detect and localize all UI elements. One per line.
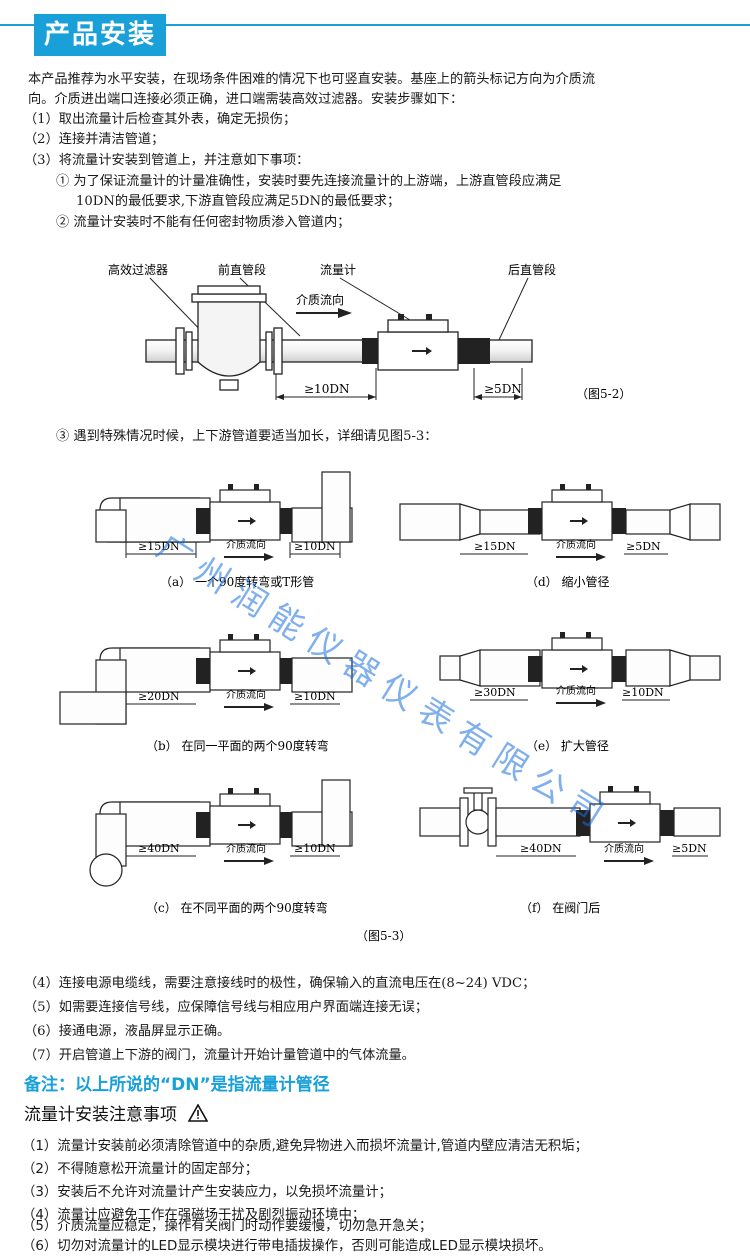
fig-5-2-caption: （图5-2） <box>576 387 631 401</box>
intro-line-1: 本产品推荐为水平安装，在现场条件困难的情况下也可竖直安装。基座上的箭头标记方向为… <box>28 72 596 87</box>
step-5: （5）如需要连接信号线，应保障信号线与相应用户界面端连接无误； <box>24 1000 429 1015</box>
figure-5-2: 高效过滤器 前直管段 流量计 后直管段 介质流向 ≥10DN ≥5DN （图5-… <box>108 262 631 401</box>
panel-c: ≥40DN 介质流向 ≥10DN （c） 在不同平面的两个90度转弯 <box>89 779 353 915</box>
step-4: （4）连接电源电缆线，需要注意接线时的极性，确保输入的直流电压在(8~24) V… <box>24 976 536 991</box>
figure-5-3: ≥15DN 介质流向 ≥10DN （a） 一个90度转弯或T形管 ≥15DN 介… <box>59 471 721 943</box>
dim-upstream: ≥10DN <box>304 382 349 396</box>
panel-d-caption: （d） 缩小管径 <box>526 574 610 589</box>
dim-downstream: ≥5DN <box>484 382 522 396</box>
panel-e-flow: 介质流向 <box>556 684 596 697</box>
precautions-title: 流量计安装注意事项 <box>24 1100 209 1125</box>
panel-c-up: ≥40DN <box>138 842 180 855</box>
panel-f-caption: （f） 在阀门后 <box>520 900 600 915</box>
step-3: （3）将流量计安装到管道上，并注意如下事项： <box>24 153 310 168</box>
label-front-pipe: 前直管段 <box>218 262 266 277</box>
precautions-title-text: 流量计安装注意事项 <box>24 1105 177 1125</box>
panel-d-down: ≥5DN <box>626 540 661 553</box>
step-1: （1）取出流量计后检查其外表，确定无损伤； <box>24 112 297 127</box>
panel-c-caption: （c） 在不同平面的两个90度转弯 <box>146 900 328 915</box>
panel-a-down: ≥10DN <box>294 540 336 553</box>
step-2: （2）连接并清洁管道； <box>24 132 165 147</box>
label-meter: 流量计 <box>320 263 356 277</box>
panel-f: ≥40DN 介质流向 ≥5DN （f） 在阀门后 <box>419 785 721 915</box>
panel-a: ≥15DN 介质流向 ≥10DN （a） 一个90度转弯或T形管 <box>95 471 353 589</box>
panel-b: ≥20DN 介质流向 ≥10DN （b） 在同一平面的两个90度转弯 <box>59 633 353 753</box>
panel-b-flow: 介质流向 <box>226 688 266 701</box>
panel-b-up: ≥20DN <box>138 690 180 703</box>
panel-e-down: ≥10DN <box>622 686 664 699</box>
precaution-item: （2）不得随意松开流量计的固定部分； <box>22 1162 259 1177</box>
step-3-note-2: ② 流量计安装时不能有任何密封物质渗入管道内； <box>56 215 351 230</box>
panel-d: ≥15DN 介质流向 ≥5DN （d） 缩小管径 <box>399 483 721 589</box>
step-6: （6）接通电源，液晶屏显示正确。 <box>24 1024 231 1039</box>
warning-triangle-icon <box>188 1103 209 1122</box>
section-title: 产品安装 <box>34 14 166 56</box>
fig-5-3-caption: （图5-3） <box>356 929 411 943</box>
precaution-item: （1）流量计安装前必须清除管道中的杂质,避免异物进入而损坏流量计,管道内壁应清洁… <box>22 1139 589 1154</box>
label-flow: 介质流向 <box>296 292 344 307</box>
precaution-item: （6）切勿对流量计的LED显示模块进行带电插拔操作，否则可能造成LED显示模块损… <box>22 1239 552 1254</box>
precaution-item: （4）流量计应避免工作在强磁场干扰及剧烈振动环境中； <box>22 1208 366 1223</box>
panel-b-down: ≥10DN <box>294 690 336 703</box>
label-filter: 高效过滤器 <box>108 262 168 277</box>
panel-a-caption: （a） 一个90度转弯或T形管 <box>160 574 314 589</box>
panel-d-flow: 介质流向 <box>556 538 596 551</box>
panel-f-up: ≥40DN <box>520 842 562 855</box>
panel-a-up: ≥15DN <box>138 540 180 553</box>
dn-note: 备注：以上所说的“DN”是指流量计管径 <box>24 1075 330 1095</box>
header-rule <box>0 24 750 26</box>
panel-e-caption: （e） 扩大管径 <box>526 738 609 753</box>
panel-f-flow: 介质流向 <box>604 842 644 855</box>
panel-b-caption: （b） 在同一平面的两个90度转弯 <box>146 738 329 753</box>
intro-line-2: 向。介质进出端口连接必须正确，进口端需装高效过滤器。安装步骤如下： <box>28 92 464 107</box>
label-back-pipe: 后直管段 <box>508 262 556 277</box>
step-7: （7）开启管道上下游的阀门，流量计开始计量管道中的气体流量。 <box>24 1048 415 1063</box>
precaution-item: （5）介质流量应稳定，操作有关阀门时动作要缓慢，切勿急开急关； <box>22 1219 433 1234</box>
step-3-note-3: ③ 遇到特殊情况时候，上下游管道要适当加长，详细请见图5-3： <box>56 429 438 444</box>
panel-c-down: ≥10DN <box>294 842 336 855</box>
panel-f-down: ≥5DN <box>672 842 707 855</box>
step-3-note-1a: ① 为了保证流量计的计量准确性，安装时要先连接流量计的上游端，上游直管段应满足 <box>56 174 562 189</box>
panel-e: ≥30DN 介质流向 ≥10DN （e） 扩大管径 <box>439 631 721 753</box>
step-3-note-1b: 10DN的最低要求,下游直管段应满足5DN的最低要求； <box>76 194 401 209</box>
panel-d-up: ≥15DN <box>474 540 516 553</box>
precaution-item: （3）安装后不允许对流量计产生安装应力，以免损坏流量计； <box>22 1185 393 1200</box>
panel-e-up: ≥30DN <box>474 686 516 699</box>
panel-c-flow: 介质流向 <box>226 842 266 855</box>
panel-a-flow: 介质流向 <box>226 538 266 551</box>
